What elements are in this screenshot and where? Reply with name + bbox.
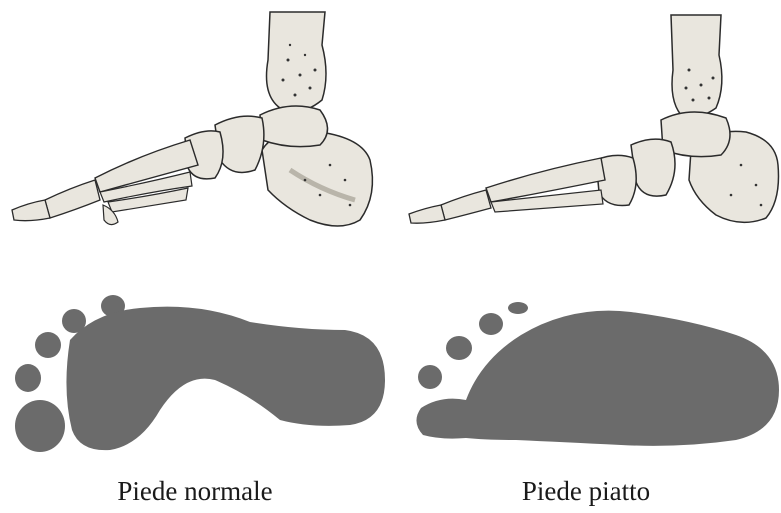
metatarsal-bones	[95, 140, 198, 212]
toe-print-2	[15, 364, 41, 392]
big-toe-print	[15, 400, 65, 452]
flat-foot-skeleton-illustration	[391, 0, 781, 240]
toe-print-3	[35, 332, 61, 358]
metatarsal-bones	[486, 158, 605, 212]
flat-footprint	[391, 290, 781, 460]
toe-print-4	[479, 313, 503, 335]
big-toe-and-sole-print	[416, 311, 779, 446]
caption-normal-foot: Piede normale	[0, 478, 390, 505]
caption-flat-foot: Piede piatto	[391, 478, 781, 505]
toe-print-3	[446, 336, 472, 360]
tibia-bone	[267, 12, 327, 112]
sole-print	[66, 307, 385, 451]
normal-foot-skeleton-illustration	[0, 0, 390, 240]
tibia-bone	[671, 15, 722, 117]
toe-print-5	[508, 302, 528, 314]
panel-normal-foot: Piede normale	[0, 0, 390, 513]
toe-phalanges	[409, 190, 491, 223]
normal-footprint	[0, 290, 390, 460]
toe-print-2	[418, 365, 442, 389]
panel-flat-foot: Piede piatto	[391, 0, 781, 513]
